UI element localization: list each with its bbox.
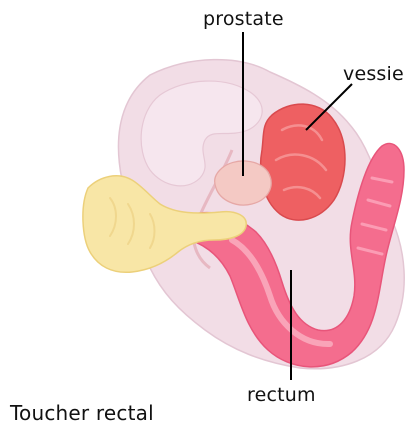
figure-caption: Toucher rectal [10, 401, 154, 425]
label-vessie: vessie [343, 63, 404, 85]
label-rectum: rectum [247, 384, 316, 406]
label-prostate: prostate [203, 8, 284, 30]
bladder-shape [261, 104, 345, 220]
